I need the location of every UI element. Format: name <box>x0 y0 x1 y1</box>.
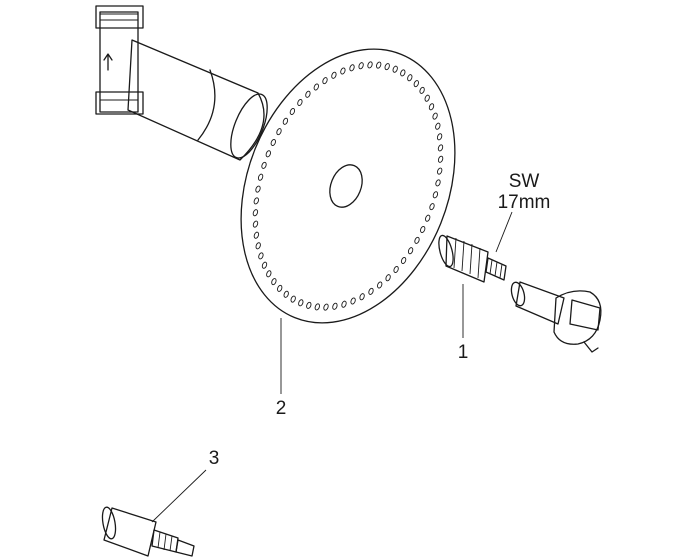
valve-cartridge <box>438 234 507 283</box>
rosette-hole <box>258 252 264 260</box>
rosette-hole <box>270 138 276 147</box>
rosette-hole <box>400 256 407 265</box>
rosette-hole <box>265 150 271 158</box>
rosette-hole <box>252 220 259 228</box>
rosette-plate <box>240 48 456 324</box>
rosette-hole <box>425 214 431 222</box>
rosette-hole <box>424 94 430 102</box>
rosette-hole <box>252 209 259 217</box>
rosette-hole <box>436 133 443 141</box>
valve-body-with-extension <box>95 5 268 161</box>
rosette-hole <box>314 303 320 311</box>
rosette-hole <box>341 300 347 308</box>
rosette-hole <box>255 185 261 193</box>
rosette-hole <box>376 61 382 69</box>
rosette-hole <box>435 122 441 130</box>
rosette-hole <box>359 293 365 301</box>
rosette-hole <box>306 301 312 309</box>
wrench-size-label-bottom: 17mm <box>498 192 551 213</box>
rosette-hole <box>384 63 390 71</box>
callout-3: 3 <box>209 448 220 469</box>
rosette-hole <box>368 287 374 295</box>
rosette-hole <box>261 261 268 269</box>
rosette-hole <box>414 236 420 244</box>
leader-lines <box>151 211 513 523</box>
leader-wrench <box>495 211 513 253</box>
rosette-hole <box>313 83 319 91</box>
rosette-hole <box>322 77 328 85</box>
rosette-hole <box>420 225 426 234</box>
rosette-hole <box>253 231 260 239</box>
rosette-hole <box>253 197 259 205</box>
rosette-hole-ring <box>252 61 444 311</box>
callout-2: 2 <box>276 398 287 419</box>
rosette-hole <box>392 65 398 73</box>
rosette-hole <box>298 299 304 307</box>
rosette-hole <box>349 64 355 72</box>
rosette-hole <box>377 281 383 289</box>
rosette-hole <box>435 179 441 187</box>
rosette-hole <box>437 155 444 163</box>
rosette-hole <box>323 303 329 311</box>
rosette-hole <box>428 103 435 111</box>
rosette-hole <box>432 191 439 199</box>
rosette-hole <box>407 247 414 255</box>
rosette-hole <box>257 173 264 181</box>
rosette-hole <box>437 167 443 175</box>
rosette-hole <box>271 278 277 286</box>
rosette-hole <box>305 90 311 98</box>
wrench-size-label-top: SW <box>509 171 540 192</box>
rosette-hole <box>340 67 346 75</box>
rosette-hole <box>332 302 338 310</box>
rosette-hole <box>407 74 413 82</box>
rosette-hole <box>277 284 283 292</box>
rosette-hole <box>289 107 296 116</box>
rosette-hole <box>290 295 296 303</box>
rosette-hole <box>282 117 289 125</box>
rosette-hole <box>385 274 391 282</box>
rosette-hole <box>400 69 406 77</box>
rosette-hole <box>419 86 425 94</box>
leader-part3 <box>151 469 207 523</box>
rosette-hole <box>429 203 435 211</box>
rosette-hole <box>297 98 303 107</box>
handle-assembly <box>510 281 602 353</box>
rosette-hole <box>393 265 399 274</box>
rosette-hole <box>276 128 282 136</box>
rosette-hole <box>255 242 261 250</box>
rosette-hole <box>367 61 373 69</box>
rosette-hole <box>350 297 356 305</box>
callout-1: 1 <box>458 342 469 363</box>
rosette-hole <box>283 290 289 298</box>
rosette-hole <box>331 71 337 79</box>
rosette-hole <box>413 80 419 88</box>
rosette-hole <box>432 112 438 120</box>
rosette-hole <box>261 161 267 169</box>
rosette-hole <box>358 62 364 70</box>
rosette-hole <box>437 144 444 152</box>
rosette-hole <box>266 270 272 278</box>
extension-piece <box>101 506 195 557</box>
